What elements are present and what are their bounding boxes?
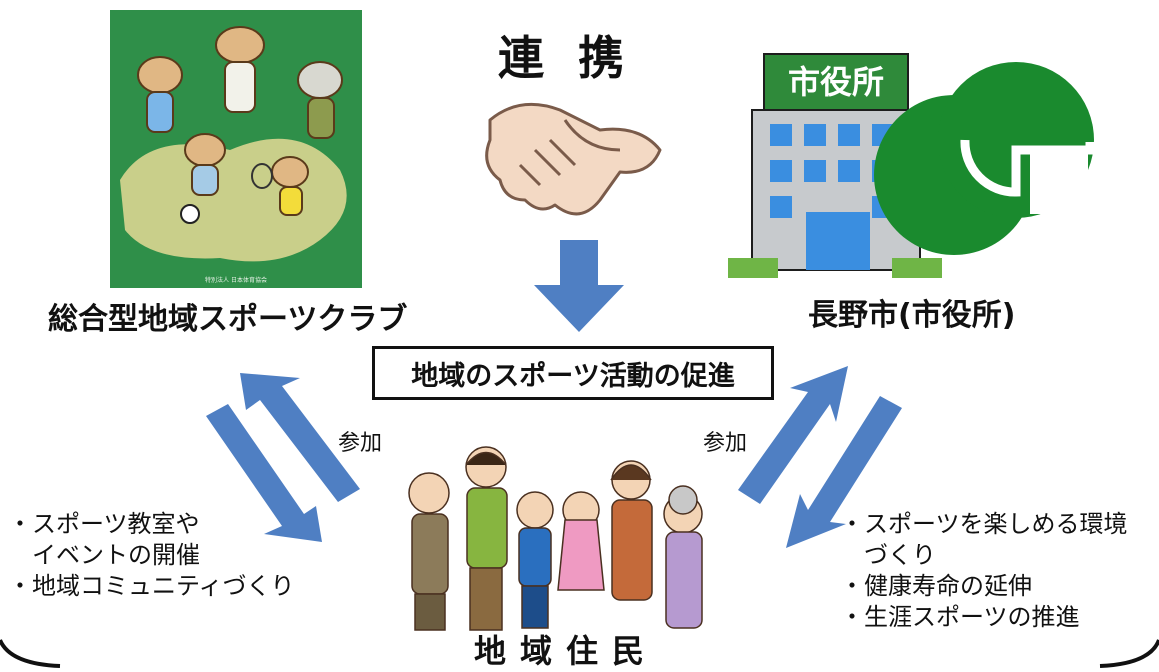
bottom-frame-curve-right (1099, 639, 1159, 668)
list-item: づくり (840, 541, 936, 569)
left-benefits-list: ・スポーツ教室や イベントの開催 ・地域コミュニティづくり (8, 509, 295, 602)
list-item: ・スポーツを楽しめる環境 (840, 510, 1128, 538)
club-emblem-text: 特別法人 日本体育協会 (205, 276, 267, 284)
club-illustration: 特別法人 日本体育協会 (110, 10, 362, 288)
participation-label-right: 参加 (703, 431, 748, 456)
handshake-icon (485, 102, 662, 216)
right-arrows (738, 366, 902, 548)
list-item: ・健康寿命の延伸 (840, 572, 1032, 600)
building-sign: 市役所 (788, 63, 884, 101)
center-box: 地域のスポーツ活動の促進 (372, 346, 774, 400)
cooperation-heading: 連携 (498, 31, 658, 85)
list-item: ・地域コミュニティづくり (8, 572, 295, 600)
list-item: ・スポーツ教室や (8, 510, 200, 538)
city-logo-icon (874, 62, 1095, 255)
right-benefits-list: ・スポーツを楽しめる環境 づくり ・健康寿命の延伸 ・生涯スポーツの推進 (840, 509, 1128, 633)
left-arrow-down (206, 404, 322, 542)
bottom-frame-curve (0, 639, 61, 668)
city-label: 長野市(市役所) (808, 298, 1016, 333)
list-item: イベントの開催 (8, 541, 200, 569)
right-arrow-down (786, 396, 902, 548)
left-arrow-up (240, 373, 360, 502)
residents-label: 地域住民 (474, 632, 659, 670)
left-arrows (206, 373, 360, 542)
center-box-label: 地域のスポーツ活動の促進 (411, 360, 735, 392)
down-arrow (534, 240, 624, 332)
list-item: ・生涯スポーツの推進 (840, 603, 1080, 631)
family-illustration (408, 446, 703, 631)
club-label: 総合型地域スポーツクラブ (48, 302, 408, 337)
right-arrow-up (738, 366, 848, 504)
participation-label-left: 参加 (338, 431, 383, 456)
